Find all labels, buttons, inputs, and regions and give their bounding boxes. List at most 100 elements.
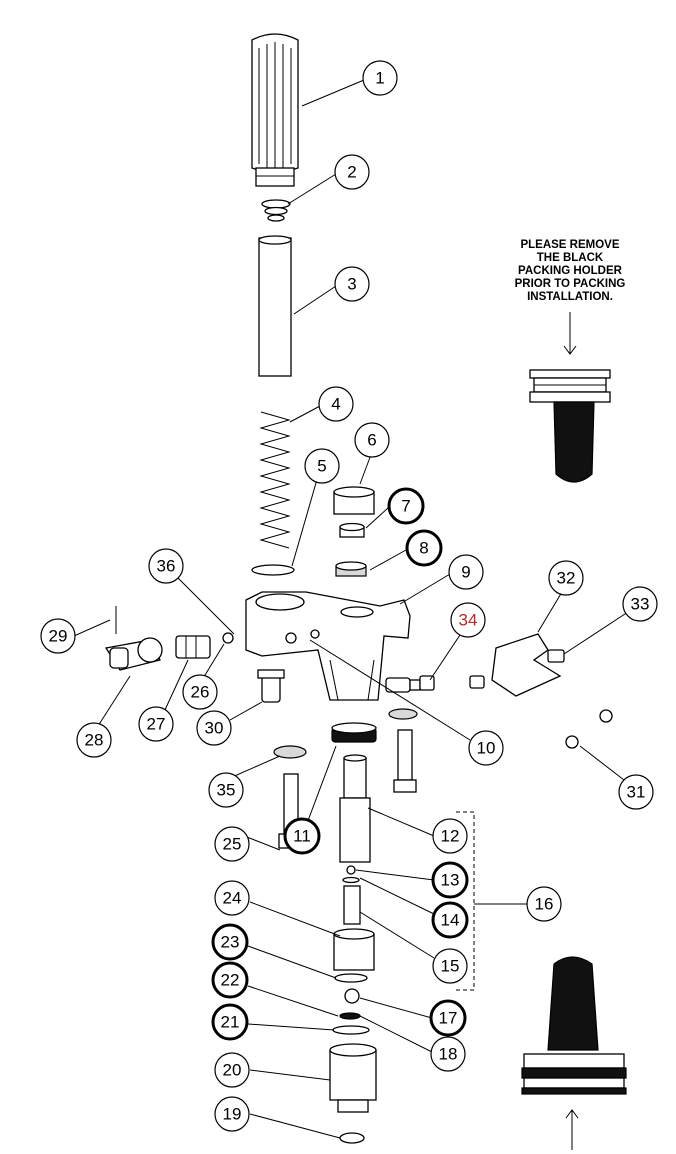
part-34-screw <box>419 675 435 691</box>
part-1-handle <box>251 33 299 187</box>
svg-text:26: 26 <box>191 683 210 702</box>
callout-25: 25 <box>214 826 250 862</box>
note-line-4: PRIOR TO PACKING <box>515 278 626 290</box>
part-16-bracket <box>456 811 475 991</box>
part-6-gland-nut <box>333 486 375 515</box>
svg-text:8: 8 <box>419 539 428 558</box>
part-27-valve-body <box>175 635 211 659</box>
svg-text:1: 1 <box>375 69 384 88</box>
callout-13: 13 <box>431 861 469 899</box>
callout-12: 12 <box>432 818 468 854</box>
part-21-oring <box>332 1025 370 1035</box>
callout-15: 15 <box>432 948 468 984</box>
svg-text:17: 17 <box>439 1009 458 1028</box>
callout-22: 22 <box>211 961 249 999</box>
callout-29: 29 <box>40 618 76 654</box>
svg-text:21: 21 <box>221 1013 240 1032</box>
callout-20: 20 <box>214 1052 250 1088</box>
callout-10: 10 <box>468 730 504 766</box>
part-23-oring <box>334 973 368 983</box>
packing-holder-bottom <box>521 956 627 1095</box>
part-12-piston-rod <box>339 754 371 863</box>
callout-19: 19 <box>214 1096 250 1132</box>
svg-text:6: 6 <box>367 431 376 450</box>
svg-text:27: 27 <box>147 715 166 734</box>
callout-30: 30 <box>196 710 232 746</box>
callout-35: 35 <box>208 772 244 808</box>
svg-text:13: 13 <box>441 871 460 890</box>
callout-24: 24 <box>214 880 250 916</box>
callout-33: 33 <box>622 586 658 622</box>
note-line-5: INSTALLATION. <box>527 291 613 303</box>
svg-text:25: 25 <box>223 835 242 854</box>
part-8-packing <box>335 561 367 577</box>
svg-text:16: 16 <box>535 895 554 914</box>
svg-text:30: 30 <box>205 719 224 738</box>
part-15-guide <box>343 885 361 925</box>
callout-4: 4 <box>318 386 354 422</box>
part-2-cone-spring <box>261 199 291 222</box>
part-19-nut <box>339 1132 365 1144</box>
bolt-right <box>393 729 417 793</box>
callout-31: 31 <box>618 774 654 810</box>
svg-text:31: 31 <box>627 783 646 802</box>
callout-32: 32 <box>548 560 584 596</box>
svg-text:12: 12 <box>441 827 460 846</box>
callout-28: 28 <box>76 722 112 758</box>
callout-14: 14 <box>431 901 469 939</box>
note-line-3: PACKING HOLDER <box>518 265 623 277</box>
part-9-pump-body <box>245 591 411 701</box>
part-13-ball <box>346 865 356 875</box>
part-33-screw <box>469 649 565 689</box>
svg-text:11: 11 <box>293 827 311 846</box>
callout-36: 36 <box>148 548 184 584</box>
note-line-1: PLEASE REMOVE <box>520 239 619 251</box>
part-28-valve-assembly <box>104 637 163 671</box>
svg-text:23: 23 <box>221 933 240 952</box>
svg-text:29: 29 <box>49 627 68 646</box>
svg-text:7: 7 <box>401 497 410 516</box>
callout-16: 16 <box>526 886 562 922</box>
svg-text:5: 5 <box>317 457 326 476</box>
svg-text:4: 4 <box>331 395 340 414</box>
svg-text:10: 10 <box>477 739 496 758</box>
svg-text:9: 9 <box>461 563 470 582</box>
callout-8: 8 <box>405 529 443 567</box>
part-30-elbow <box>257 669 285 703</box>
callout-5: 5 <box>304 448 340 484</box>
callout-17: 17 <box>429 999 467 1037</box>
part-35-washer <box>273 745 307 759</box>
part-17-ball <box>344 988 360 1004</box>
svg-text:15: 15 <box>441 957 460 976</box>
svg-text:19: 19 <box>223 1105 242 1124</box>
svg-text:34: 34 <box>459 611 478 630</box>
svg-text:14: 14 <box>441 911 460 930</box>
svg-text:32: 32 <box>557 569 576 588</box>
part-20-inlet-housing <box>329 1043 377 1113</box>
note-line-2: THE BLACK <box>537 252 604 264</box>
part-10-fitting <box>385 677 421 693</box>
svg-text:18: 18 <box>439 1045 458 1064</box>
part-31-caps <box>565 709 613 749</box>
callout-18: 18 <box>430 1036 466 1072</box>
svg-text:24: 24 <box>223 889 242 908</box>
callout-7: 7 <box>387 487 425 525</box>
svg-text:20: 20 <box>223 1061 242 1080</box>
svg-text:28: 28 <box>85 731 104 750</box>
packing-holder-top <box>529 369 611 483</box>
part-3-tube <box>258 235 292 377</box>
part-4-spring <box>259 411 291 549</box>
part-18-seat <box>339 1012 361 1020</box>
svg-text:2: 2 <box>347 163 356 182</box>
part-5-oring <box>251 564 295 576</box>
washer-right <box>388 708 418 720</box>
callout-6: 6 <box>354 422 390 458</box>
svg-text:3: 3 <box>347 275 356 294</box>
callout-9: 9 <box>448 554 484 590</box>
callout-23: 23 <box>211 923 249 961</box>
svg-text:36: 36 <box>157 557 176 576</box>
callout-21: 21 <box>211 1003 249 1041</box>
callout-2: 2 <box>334 154 370 190</box>
part-14-washer <box>342 876 360 884</box>
